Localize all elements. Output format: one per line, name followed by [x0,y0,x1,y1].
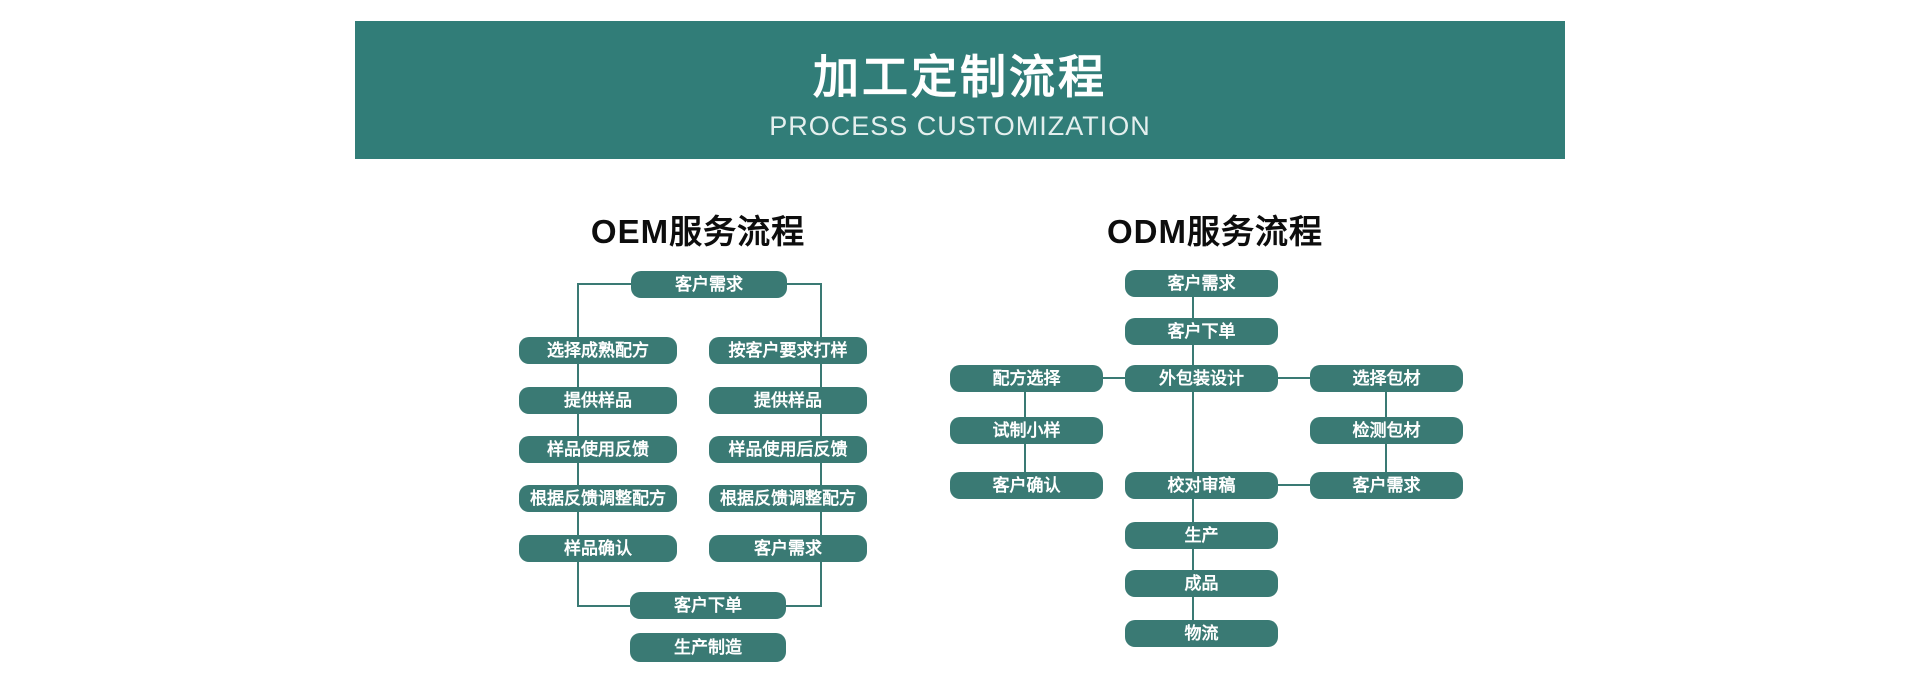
oem-left-node-1: 选择成熟配方 [519,337,677,364]
oem-section-title: OEM服务流程 [590,213,806,250]
connector-line [1274,377,1314,379]
odm-center-node-6: 成品 [1125,570,1278,597]
odm-right-node-1: 选择包材 [1310,365,1463,392]
connector-line [785,283,822,285]
odm-left-node-1: 配方选择 [950,365,1103,392]
oem-right-node-1: 按客户要求打样 [709,337,867,364]
oem-left-node-3: 样品使用反馈 [519,436,677,463]
oem-right-node-3: 样品使用后反馈 [709,436,867,463]
odm-left-node-3: 客户确认 [950,472,1103,499]
header-banner: 加工定制流程 PROCESS CUSTOMIZATION [355,21,1565,159]
oem-left-node-5: 样品确认 [519,535,677,562]
odm-right-node-3: 客户需求 [1310,472,1463,499]
connector-line [1274,484,1314,486]
connector-line [577,605,633,607]
odm-center-node-3: 外包装设计 [1125,365,1278,392]
oem-node-order: 客户下单 [630,592,786,619]
oem-right-node-2: 提供样品 [709,387,867,414]
odm-center-node-1: 客户需求 [1125,270,1278,297]
odm-right-node-2: 检测包材 [1310,417,1463,444]
connector-line [785,605,822,607]
connector-line [1100,377,1130,379]
page-title: 加工定制流程 [813,51,1107,103]
oem-node-manufacture: 生产制造 [630,633,786,662]
odm-center-node-5: 生产 [1125,522,1278,549]
connector-line [1192,283,1194,633]
odm-section-title: ODM服务流程 [1107,213,1323,250]
oem-left-node-4: 根据反馈调整配方 [519,485,677,512]
odm-center-node-7: 物流 [1125,620,1278,647]
odm-left-node-2: 试制小样 [950,417,1103,444]
page-subtitle: PROCESS CUSTOMIZATION [769,110,1151,141]
oem-right-node-4: 根据反馈调整配方 [709,485,867,512]
oem-right-node-5: 客户需求 [709,535,867,562]
odm-center-node-4: 校对审稿 [1125,472,1278,499]
odm-center-node-2: 客户下单 [1125,318,1278,345]
oem-node-top: 客户需求 [631,271,787,298]
oem-left-node-2: 提供样品 [519,387,677,414]
connector-line [577,283,633,285]
